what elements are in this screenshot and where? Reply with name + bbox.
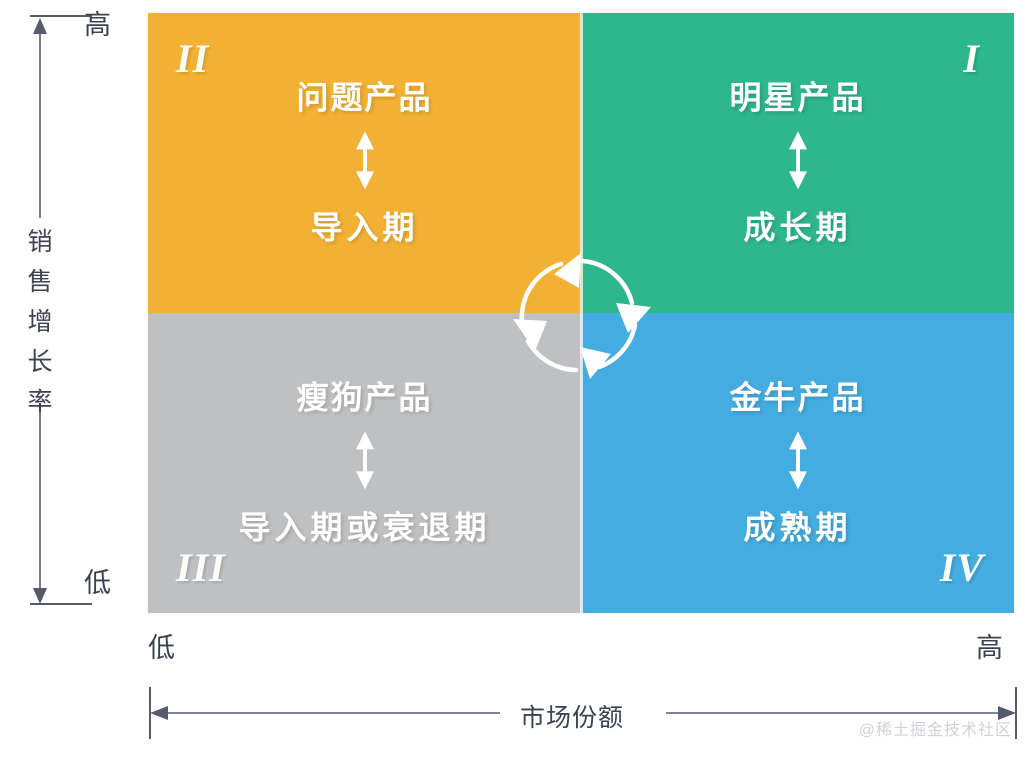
y-axis-title-char: 长: [27, 348, 53, 376]
y-axis-high-label: 高: [84, 10, 111, 40]
quadrant-title: 瘦狗产品: [296, 379, 433, 416]
x-axis-title: 市场份额: [510, 698, 635, 734]
x-axis-arrow-line: [149, 687, 1017, 739]
quadrant-title: 金牛产品: [729, 379, 866, 416]
y-axis-title-char: 销: [27, 228, 53, 256]
y-axis-title-char: 售: [27, 268, 53, 296]
double-arrow-icon: [355, 131, 374, 190]
quadrant-stage: 成熟期: [743, 509, 852, 546]
double-arrow-icon: [355, 431, 374, 490]
quadrant-stage: 导入期或衰退期: [238, 509, 491, 546]
double-arrow-icon: [788, 431, 807, 490]
y-axis-title: 销 售 增 长 率: [22, 222, 58, 422]
quadrant-star-products[interactable]: I 明星产品 成长期: [581, 13, 1014, 313]
y-axis: 高 低 销 售 增 长 率: [0, 0, 148, 620]
quadrant-stage: 导入期: [310, 209, 419, 246]
y-axis-low-label: 低: [84, 568, 111, 598]
x-axis-low-label: 低: [148, 633, 175, 663]
quadrant-title: 明星产品: [729, 79, 866, 116]
quadrant-stage: 成长期: [743, 209, 852, 246]
x-axis-high-label: 高: [976, 633, 1003, 663]
bcg-matrix: II 问题产品 导入期 I 明星产品 成长期 III 瘦狗产品: [148, 13, 1014, 613]
quadrant-roman-numeral: II: [176, 36, 210, 81]
quadrant-cash-cow-products[interactable]: IV 金牛产品 成熟期: [581, 313, 1014, 613]
y-axis-title-char: 率: [27, 388, 53, 416]
quadrant-problem-products[interactable]: II 问题产品 导入期: [148, 13, 581, 313]
quadrant-title: 问题产品: [296, 79, 433, 116]
y-axis-title-char: 增: [27, 308, 53, 336]
double-arrow-icon: [788, 131, 807, 190]
y-axis-arrow-line: [30, 15, 92, 605]
watermark: @稀土掘金技术社区: [858, 722, 1012, 739]
quadrant-roman-numeral: I: [963, 36, 980, 81]
quadrant-roman-numeral: III: [176, 545, 226, 590]
quadrant-dog-products[interactable]: III 瘦狗产品 导入期或衰退期: [148, 313, 581, 613]
quadrant-roman-numeral: IV: [939, 545, 984, 590]
